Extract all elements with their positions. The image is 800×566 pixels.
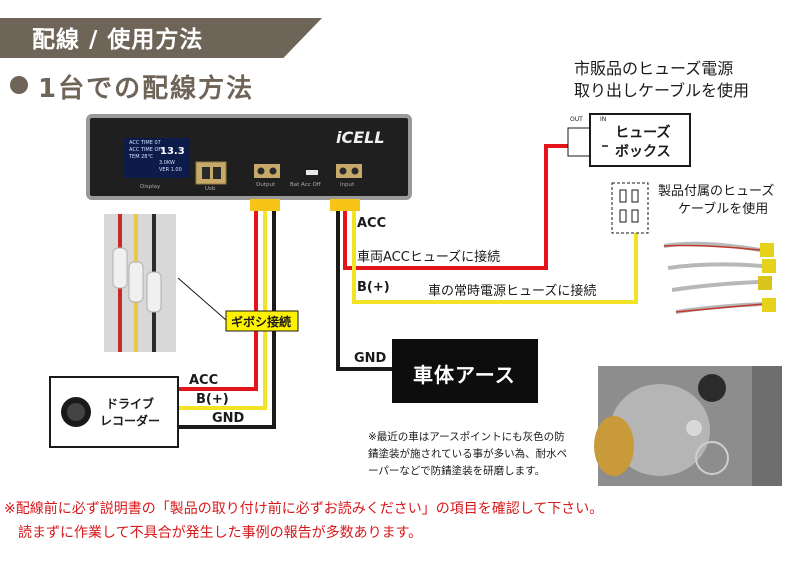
ground-box xyxy=(392,339,538,403)
acc-left-label: ACC xyxy=(189,373,219,388)
acc-fuse-label: 車両ACCヒューズに接続 xyxy=(357,250,501,265)
device-screen xyxy=(124,138,190,178)
usb-port xyxy=(195,161,227,185)
display-label: Display xyxy=(140,184,161,190)
b-fuse-label: 車の常時電源ヒューズに接続 xyxy=(428,284,597,299)
ground-note: ※最近の車はアースポイントにも灰色の防 錆塗装が施されている事が多い為、耐水ペ … xyxy=(368,429,600,480)
b-wire-left xyxy=(178,211,267,410)
gnd-right-label: GND xyxy=(354,351,387,366)
market-cable-line1: 市販品のヒューズ電源 xyxy=(574,59,734,78)
market-cable-line2: 取り出しケーブルを使用 xyxy=(574,81,750,100)
acc-right-label: ACC xyxy=(357,216,387,231)
input-label: Input xyxy=(340,182,355,188)
included-cable-line2: ケーブルを使用 xyxy=(678,202,769,217)
warning-line2: 読まずに作業して不具合が発生した事例の報告が多数あります。 xyxy=(18,525,423,541)
screen-footer: 3.0KW VER 1.00 xyxy=(159,160,182,174)
fuse-box-label-line2: ボックス xyxy=(615,144,671,160)
screen-line: TEM 28℃ xyxy=(129,154,154,160)
usb-label: Usb xyxy=(205,186,216,192)
market-cable-note: 市販品のヒューズ電源 取り出しケーブルを使用 xyxy=(574,58,749,102)
recorder-label-line1: ドライブ xyxy=(106,397,155,411)
banner-title: 配線 / 使用方法 xyxy=(32,27,204,53)
input-plug xyxy=(330,199,360,211)
fuse-in-label: IN xyxy=(600,116,607,123)
gibosi-leader xyxy=(177,277,227,321)
screen-line: VER 1.00 xyxy=(159,167,182,173)
acc-wire-right xyxy=(343,144,568,270)
gnd-wire-left xyxy=(178,211,276,429)
section-bullet xyxy=(10,76,28,94)
fuse-out-label: OUT xyxy=(570,116,583,123)
screen-line: ACC TIME OFF xyxy=(129,147,165,153)
gnd-wire-right xyxy=(336,211,392,371)
screen-line: ACC TIME 07 xyxy=(129,140,161,146)
output-connector xyxy=(254,164,280,178)
gnd-left-label: GND xyxy=(212,411,245,426)
fuse-tap-schematic xyxy=(611,182,649,234)
b-right-label: B(+) xyxy=(357,280,390,295)
input-connector xyxy=(336,164,362,178)
output-plug xyxy=(250,199,280,211)
ground-note-line2: 錆塗装が施されている事が多い為、耐水ペ xyxy=(368,448,568,460)
ground-box-label: 車体アース xyxy=(413,363,516,387)
bottom-warning: ※配線前に必ず説明書の「製品の取り付け前に必ずお読みください」の項目を確認して下… xyxy=(4,497,603,545)
output-label: Output xyxy=(256,182,276,188)
gibosi-label: ギボシ接続 xyxy=(231,315,292,329)
header-banner xyxy=(0,18,322,58)
b-wire-right xyxy=(352,211,638,304)
included-cable-note: 製品付属のヒューズ ケーブルを使用 xyxy=(658,183,774,219)
device-screen-text: ACC TIME 07 ACC TIME OFF TEM 28℃ xyxy=(129,140,189,161)
b-left-label: B(+) xyxy=(196,392,229,407)
mode-switch xyxy=(306,170,318,175)
ground-note-line1: ※最近の車はアースポイントにも灰色の防 xyxy=(368,431,565,443)
fuse-box xyxy=(589,113,691,167)
warning-line1: ※配線前に必ず説明書の「製品の取り付け前に必ずお読みください」の項目を確認して下… xyxy=(4,501,604,517)
recorder-label: ドライブ レコーダー xyxy=(100,396,160,430)
included-cable-line1: 製品付属のヒューズ xyxy=(658,184,775,199)
screen-line: 3.0KW xyxy=(159,160,175,166)
device-brand-logo: iCELL xyxy=(336,128,385,147)
fuse-box-label: ヒューズ ボックス xyxy=(615,124,671,162)
gibosi-label-box xyxy=(225,310,299,332)
fuse-box-inner xyxy=(567,127,591,157)
acc-wire-left xyxy=(178,211,258,391)
fuse-box-label-line1: ヒューズ xyxy=(615,125,671,141)
recorder-label-line2: レコーダー xyxy=(100,414,161,428)
screen-voltage: 13.3 xyxy=(160,146,185,157)
section-title: 1台での配線方法 xyxy=(38,74,255,104)
ground-note-line3: ーパーなどで防錆塗装を研磨します。 xyxy=(368,465,546,477)
switch-label: Bat Acc Off xyxy=(290,182,321,188)
